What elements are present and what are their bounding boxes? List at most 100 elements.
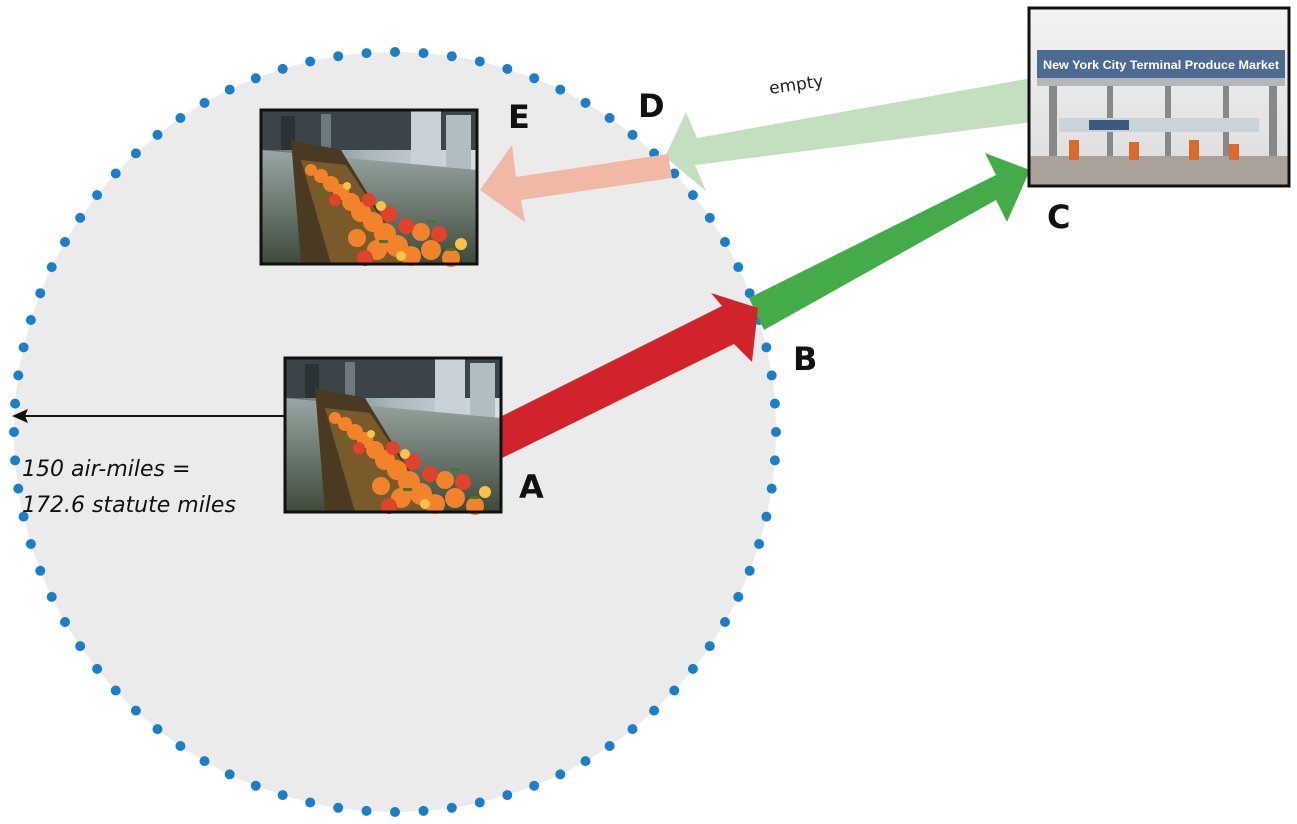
zone-boundary-dot	[46, 591, 57, 602]
zone-boundary-dot	[13, 370, 24, 381]
zone-boundary-dot	[10, 398, 21, 409]
zone-boundary-dot	[75, 212, 86, 223]
zone-boundary-dot	[474, 56, 485, 67]
zone-boundary-dot	[10, 455, 21, 466]
arrow-leg-c-to-d	[665, 78, 1048, 191]
zone-boundary-dot	[418, 805, 429, 816]
zone-boundary-dot	[604, 113, 615, 123]
zone-boundary-dot	[199, 756, 210, 767]
zone-boundary-dot	[627, 724, 638, 735]
zone-boundary-dot	[9, 427, 19, 437]
zone-boundary-dot	[720, 617, 730, 627]
zone-boundary-dot	[580, 97, 591, 108]
zone-boundary-dot	[13, 483, 24, 494]
zone-boundary-dot	[555, 84, 566, 95]
zone-boundary-dot	[669, 685, 680, 696]
zone-boundary-dot	[305, 56, 316, 67]
zone-boundary-dot	[418, 48, 429, 59]
zone-boundary-dot	[766, 483, 777, 494]
zone-boundary-dot	[771, 427, 781, 437]
zone-boundary-dot	[110, 685, 121, 696]
zone-boundary-dot	[25, 539, 36, 549]
zone-boundary-dot	[60, 237, 70, 247]
zone-boundary-dot	[720, 237, 730, 247]
produce-packing-line-photo-e	[259, 108, 479, 267]
arrow-leg-a-to-b	[496, 293, 758, 460]
zone-boundary-dot	[580, 756, 591, 767]
zone-boundary-dot	[110, 168, 121, 179]
point-label-d: D	[638, 87, 665, 125]
point-label-b: B	[793, 340, 817, 378]
zone-boundary-dot	[250, 780, 261, 791]
point-label-e: E	[508, 98, 530, 136]
zone-boundary-dot	[687, 663, 698, 674]
radius-label-line1: 150 air-miles =	[22, 457, 190, 482]
zone-boundary-dot	[60, 617, 70, 627]
zone-boundary-dot	[761, 511, 772, 522]
zone-boundary-dot	[769, 455, 780, 466]
zone-boundary-dot	[627, 129, 638, 140]
zone-boundary-dot	[529, 780, 540, 791]
empty-leg-label: empty	[768, 72, 825, 99]
zone-boundary-dot	[175, 741, 186, 751]
zone-boundary-dot	[769, 398, 780, 409]
zone-boundary-dot	[35, 565, 46, 576]
zone-boundary-dot	[18, 511, 29, 522]
zone-boundary-dot	[687, 190, 698, 201]
arrow-leg-b-to-c	[749, 153, 1030, 330]
zone-boundary-dot	[744, 565, 755, 576]
zone-boundary-dot	[390, 47, 400, 57]
zone-boundary-dot	[669, 168, 680, 179]
zone-boundary-dot	[333, 51, 344, 62]
zone-boundary-dot	[733, 591, 744, 602]
zone-boundary-dot	[761, 342, 772, 353]
zone-boundary-dot	[130, 705, 141, 716]
radius-label-line2: 172.6 statute miles	[22, 493, 236, 518]
zone-boundary-dot	[361, 805, 372, 816]
zone-boundary-dot	[333, 802, 344, 813]
zone-boundary-dot	[92, 663, 103, 674]
haul-zone-boundary	[9, 47, 781, 817]
zone-boundary-dot	[18, 342, 29, 353]
zone-boundary-dot	[446, 802, 457, 813]
zone-boundary-dot	[305, 797, 316, 808]
zone-boundary-dot	[502, 790, 513, 801]
point-label-c: C	[1047, 198, 1070, 236]
zone-boundary-dot	[502, 63, 513, 74]
zone-boundary-dot	[446, 51, 457, 62]
zone-boundary-dot	[704, 641, 715, 652]
zone-boundary-dot	[604, 741, 615, 751]
zone-boundary-dot	[277, 63, 288, 74]
zone-boundary-dot	[649, 705, 660, 716]
market-sign: New York City Terminal Produce Market	[1043, 58, 1279, 72]
point-label-a: A	[519, 468, 544, 506]
zone-boundary-dot	[152, 129, 163, 140]
radius-arrowhead	[12, 409, 28, 423]
arrow-leg-d-to-e	[480, 145, 672, 222]
zone-boundary-dot	[744, 288, 755, 299]
zone-boundary-dot	[46, 262, 57, 273]
zone-boundary-dot	[224, 769, 235, 780]
zone-boundary-dot	[766, 370, 777, 381]
zone-boundary-dot	[25, 315, 36, 325]
produce-packing-line-photo-a	[283, 356, 503, 515]
zone-boundary-dot	[390, 807, 400, 817]
zone-boundary-dot	[152, 724, 163, 735]
zone-boundary-dot	[733, 262, 744, 273]
terminal-market-photo: New York City Terminal Produce Market	[1027, 6, 1291, 188]
zone-boundary-dot	[529, 73, 540, 84]
zone-boundary-dot	[754, 539, 765, 549]
zone-boundary-dot	[199, 97, 210, 108]
zone-boundary-dot	[361, 48, 372, 59]
zone-boundary-dot	[474, 797, 485, 808]
zone-boundary-dot	[35, 288, 46, 299]
zone-boundary-dot	[92, 190, 103, 201]
zone-boundary-dot	[175, 113, 186, 123]
zone-boundary-dot	[224, 84, 235, 95]
zone-boundary-dot	[277, 790, 288, 801]
zone-boundary-dot	[130, 148, 141, 159]
zone-boundary-dot	[704, 212, 715, 223]
zone-boundary-dot	[555, 769, 566, 780]
zone-boundary-dot	[250, 73, 261, 84]
